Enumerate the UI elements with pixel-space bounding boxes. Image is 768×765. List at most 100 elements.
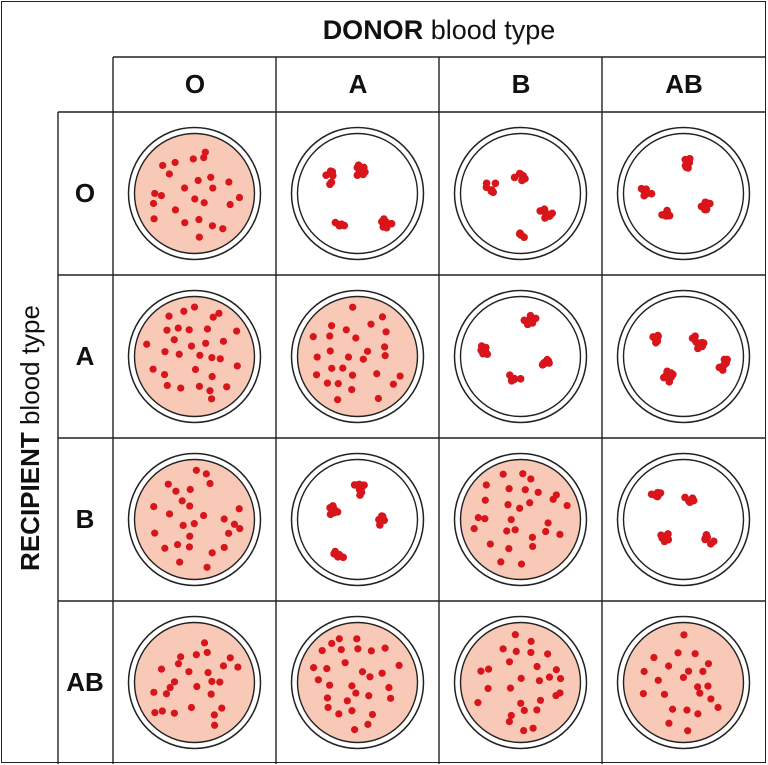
red-blood-cell [334,380,342,388]
red-blood-cell [353,635,361,643]
red-blood-cell [326,347,334,355]
red-blood-cell [224,529,233,537]
red-blood-cell [527,648,535,657]
dish-outer-ring [616,126,751,261]
red-blood-cell [194,176,202,185]
agglutination-clump [353,161,369,179]
recipient-header-o: O [74,177,96,208]
dishes-layer [127,126,751,750]
recipient-header-b: B [75,503,95,534]
red-blood-cell [186,532,194,540]
red-blood-cell [178,497,186,505]
red-blood-cell [171,158,179,167]
red-blood-cell [707,695,715,703]
red-blood-cell [202,470,210,478]
red-blood-cell [681,162,690,170]
red-blood-cell [674,649,682,657]
red-blood-cell [313,353,321,361]
red-blood-cell [694,344,702,353]
red-blood-cell [343,697,351,705]
red-blood-cell [191,365,200,374]
red-blood-cell [219,662,228,670]
donor-header-o: O [184,68,206,99]
red-blood-cell [539,359,548,368]
dish-o-recipient-o-donor [127,126,262,261]
red-blood-cell [519,470,527,478]
dish-inner [459,132,582,255]
agglutination-clump [477,342,492,359]
red-blood-cell [185,668,193,676]
red-blood-cell [696,689,704,697]
agglutination-clump [482,179,500,197]
red-blood-cell [200,199,208,207]
donor-title-bold: DONOR [322,15,424,45]
red-blood-cell [385,684,393,692]
red-blood-cell [714,703,722,712]
red-blood-cell [186,502,194,510]
red-blood-cell [150,502,158,511]
red-blood-cell [174,324,182,332]
red-blood-cell [207,395,216,403]
red-blood-cell [354,645,362,653]
red-blood-cell [387,694,395,702]
red-blood-cell [516,230,525,239]
red-blood-cell [640,667,648,676]
dish-inner [296,621,419,744]
dish-b-recipient-b-donor [453,452,588,587]
dish-inner [622,132,745,255]
red-blood-cell [639,689,647,698]
red-blood-cell [506,371,514,380]
dish-o-recipient-ab-donor [616,126,751,261]
red-blood-cell [225,178,233,186]
dish-inner [622,621,745,744]
red-blood-cell [353,171,362,179]
red-blood-cell [529,724,537,732]
red-blood-cell [382,328,390,336]
red-blood-cell [166,683,174,692]
red-blood-cell [474,514,482,522]
agglutination-clump [681,493,698,506]
red-blood-cell [150,688,158,696]
agglutination-clump [378,215,396,232]
red-blood-cell [235,193,244,202]
dish-outer-ring [290,126,425,261]
red-blood-cell [204,668,212,677]
red-blood-cell [334,396,342,404]
agglutination-clump [350,480,368,499]
red-blood-cell [323,379,332,387]
red-blood-cell [350,481,359,489]
red-blood-cell [511,631,519,639]
dish-b-recipient-a-donor [290,452,425,587]
agglutination-clump [658,206,674,220]
red-blood-cell [328,507,337,515]
red-blood-cell [520,726,528,735]
red-blood-cell [191,195,199,203]
red-blood-cell [207,173,215,181]
red-blood-cell [367,320,375,328]
red-blood-cell [527,637,535,645]
red-blood-cell [524,318,533,326]
red-blood-cell [149,365,157,373]
red-blood-cell [161,348,169,356]
red-blood-cell [163,326,171,334]
red-blood-cell [381,352,389,360]
red-blood-cell [218,704,226,712]
dish-outer-ring [290,615,425,750]
red-blood-cell [223,383,231,391]
red-blood-cell [209,184,217,192]
red-blood-cell [175,350,183,358]
agglutination-clump [375,512,389,529]
agglutination-clump [326,502,342,519]
red-blood-cell [659,373,668,382]
red-blood-cell [516,375,525,383]
red-blood-cell [556,674,565,683]
red-blood-cell [348,371,357,379]
red-blood-cell [327,178,336,187]
red-blood-cell [312,371,321,379]
red-blood-cell [165,170,173,178]
dish-inner [133,458,256,581]
red-blood-cell [348,682,356,690]
agglutination-clump [657,530,673,546]
red-blood-cell [484,684,492,693]
red-blood-cell [499,645,507,653]
